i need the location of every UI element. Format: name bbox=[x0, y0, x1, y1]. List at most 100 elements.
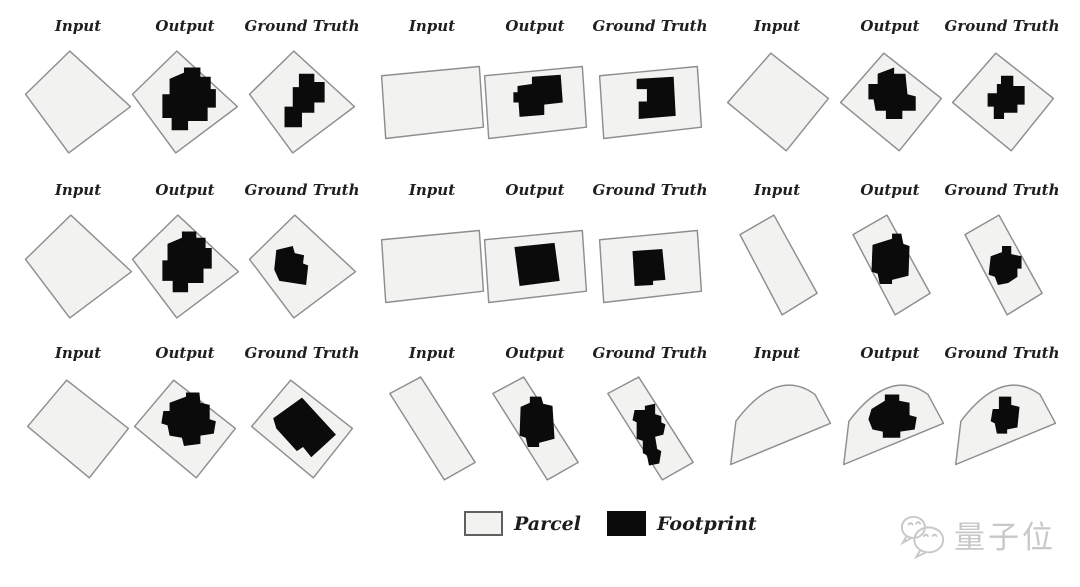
panel-r1-g3-ground-truth: Ground Truth bbox=[942, 16, 1062, 156]
footprint-polygon bbox=[990, 396, 1020, 434]
panel-label: Ground Truth bbox=[944, 344, 1060, 362]
panel-r3-g3-output: Output bbox=[830, 343, 950, 483]
parcel-polygon bbox=[380, 229, 485, 304]
panel-figure bbox=[250, 379, 354, 479]
legend-item-footprint: Footprint bbox=[606, 511, 757, 536]
panel-label: Ground Truth bbox=[592, 17, 708, 35]
footprint-polygon bbox=[871, 233, 910, 284]
parcel-polygon bbox=[380, 65, 485, 140]
panel-label: Output bbox=[505, 17, 565, 35]
panel-label: Input bbox=[54, 17, 102, 35]
panel-figure bbox=[483, 65, 588, 140]
panel-figure bbox=[598, 229, 703, 304]
panel-label: Ground Truth bbox=[944, 181, 1060, 199]
panel-label: Input bbox=[408, 181, 456, 199]
panel-label: Input bbox=[54, 344, 102, 362]
panel-r3-g1-output: Output bbox=[125, 343, 245, 483]
panel-figure bbox=[842, 384, 945, 466]
footprint-polygon bbox=[519, 396, 555, 447]
panel-r3-g1-ground-truth: Ground Truth bbox=[242, 343, 362, 483]
footprint-polygon bbox=[162, 231, 212, 293]
panel-figure bbox=[248, 214, 357, 319]
panel-label: Input bbox=[753, 181, 801, 199]
panel-r2-g1-input: Input bbox=[18, 180, 138, 320]
panel-label: Output bbox=[860, 181, 920, 199]
panel-figure bbox=[951, 52, 1055, 152]
panel-figure bbox=[133, 379, 237, 479]
panel-r1-g1-output: Output bbox=[125, 16, 245, 156]
panel-label: Input bbox=[408, 17, 456, 35]
panel-figure bbox=[726, 52, 830, 152]
panel-r3-g2-output: Output bbox=[475, 343, 595, 483]
panel-r1-g2-ground-truth: Ground Truth bbox=[590, 16, 710, 156]
panel-label: Ground Truth bbox=[244, 344, 360, 362]
panel-label: Input bbox=[408, 344, 456, 362]
footprint-polygon bbox=[632, 249, 666, 287]
panel-figure bbox=[380, 229, 485, 304]
panel-r1-g1-ground-truth: Ground Truth bbox=[242, 16, 362, 156]
panel-r2-g1-output: Output bbox=[125, 180, 245, 320]
legend-label-parcel: Parcel bbox=[514, 512, 581, 535]
panel-r3-g1-input: Input bbox=[18, 343, 138, 483]
panel-label: Ground Truth bbox=[592, 344, 708, 362]
footprint-swatch bbox=[606, 511, 646, 536]
panel-figure bbox=[131, 214, 240, 319]
panel-figure bbox=[248, 50, 356, 154]
panel-r1-g2-output: Output bbox=[475, 16, 595, 156]
footprint-polygon bbox=[513, 74, 563, 117]
panel-figure bbox=[24, 214, 133, 319]
legend: Parcel Footprint bbox=[464, 511, 757, 536]
parcel-swatch bbox=[464, 511, 503, 536]
panel-figure bbox=[24, 50, 132, 154]
panel-label: Output bbox=[860, 17, 920, 35]
panel-figure bbox=[26, 379, 130, 479]
footprint-polygon bbox=[514, 242, 560, 287]
panel-label: Output bbox=[860, 344, 920, 362]
parcel-polygon bbox=[726, 52, 830, 152]
parcel-polygon bbox=[24, 214, 133, 319]
footprint-polygon bbox=[987, 75, 1025, 119]
footprint-polygon bbox=[274, 245, 309, 286]
panel-r3-g3-ground-truth: Ground Truth bbox=[942, 343, 1062, 483]
panel-label: Output bbox=[155, 17, 215, 35]
footprint-polygon bbox=[284, 73, 325, 128]
panel-figure bbox=[389, 376, 476, 481]
watermark-text: 量子位 bbox=[954, 519, 1056, 556]
panel-figure bbox=[839, 52, 943, 152]
panel-r2-g3-ground-truth: Ground Truth bbox=[942, 180, 1062, 320]
parcel-polygon bbox=[729, 384, 832, 466]
legend-label-footprint: Footprint bbox=[656, 512, 757, 535]
parcel-polygon bbox=[389, 376, 476, 481]
footprint-polygon bbox=[988, 245, 1022, 286]
panel-r2-g3-output: Output bbox=[830, 180, 950, 320]
panel-label: Ground Truth bbox=[244, 181, 360, 199]
watermark: 量子位 bbox=[897, 512, 1056, 564]
panel-r1-g2-input: Input bbox=[372, 16, 492, 156]
panel-r1-g3-input: Input bbox=[717, 16, 837, 156]
panel-label: Input bbox=[753, 344, 801, 362]
footprint-polygon bbox=[162, 67, 216, 131]
parcel-polygon bbox=[739, 214, 818, 316]
panel-figure bbox=[607, 376, 694, 481]
panel-figure bbox=[852, 214, 931, 316]
panel-figure bbox=[954, 384, 1057, 466]
panel-label: Input bbox=[753, 17, 801, 35]
panel-figure bbox=[131, 50, 239, 154]
legend-item-parcel: Parcel bbox=[464, 511, 581, 536]
parcel-polygon bbox=[26, 379, 130, 479]
panel-label: Output bbox=[155, 181, 215, 199]
panel-r2-g2-input: Input bbox=[372, 180, 492, 320]
panel-figure bbox=[380, 65, 485, 140]
wechat-chat-bubbles-icon bbox=[897, 512, 949, 564]
panel-r1-g1-input: Input bbox=[18, 16, 138, 156]
panel-r3-g2-ground-truth: Ground Truth bbox=[590, 343, 710, 483]
panel-label: Ground Truth bbox=[944, 17, 1060, 35]
panel-figure bbox=[964, 214, 1043, 316]
panel-label: Output bbox=[155, 344, 215, 362]
panel-label: Ground Truth bbox=[592, 181, 708, 199]
footprint-polygon bbox=[636, 76, 676, 119]
footprint-polygon bbox=[273, 397, 336, 458]
panel-r2-g3-input: Input bbox=[717, 180, 837, 320]
footprint-polygon bbox=[868, 67, 916, 119]
